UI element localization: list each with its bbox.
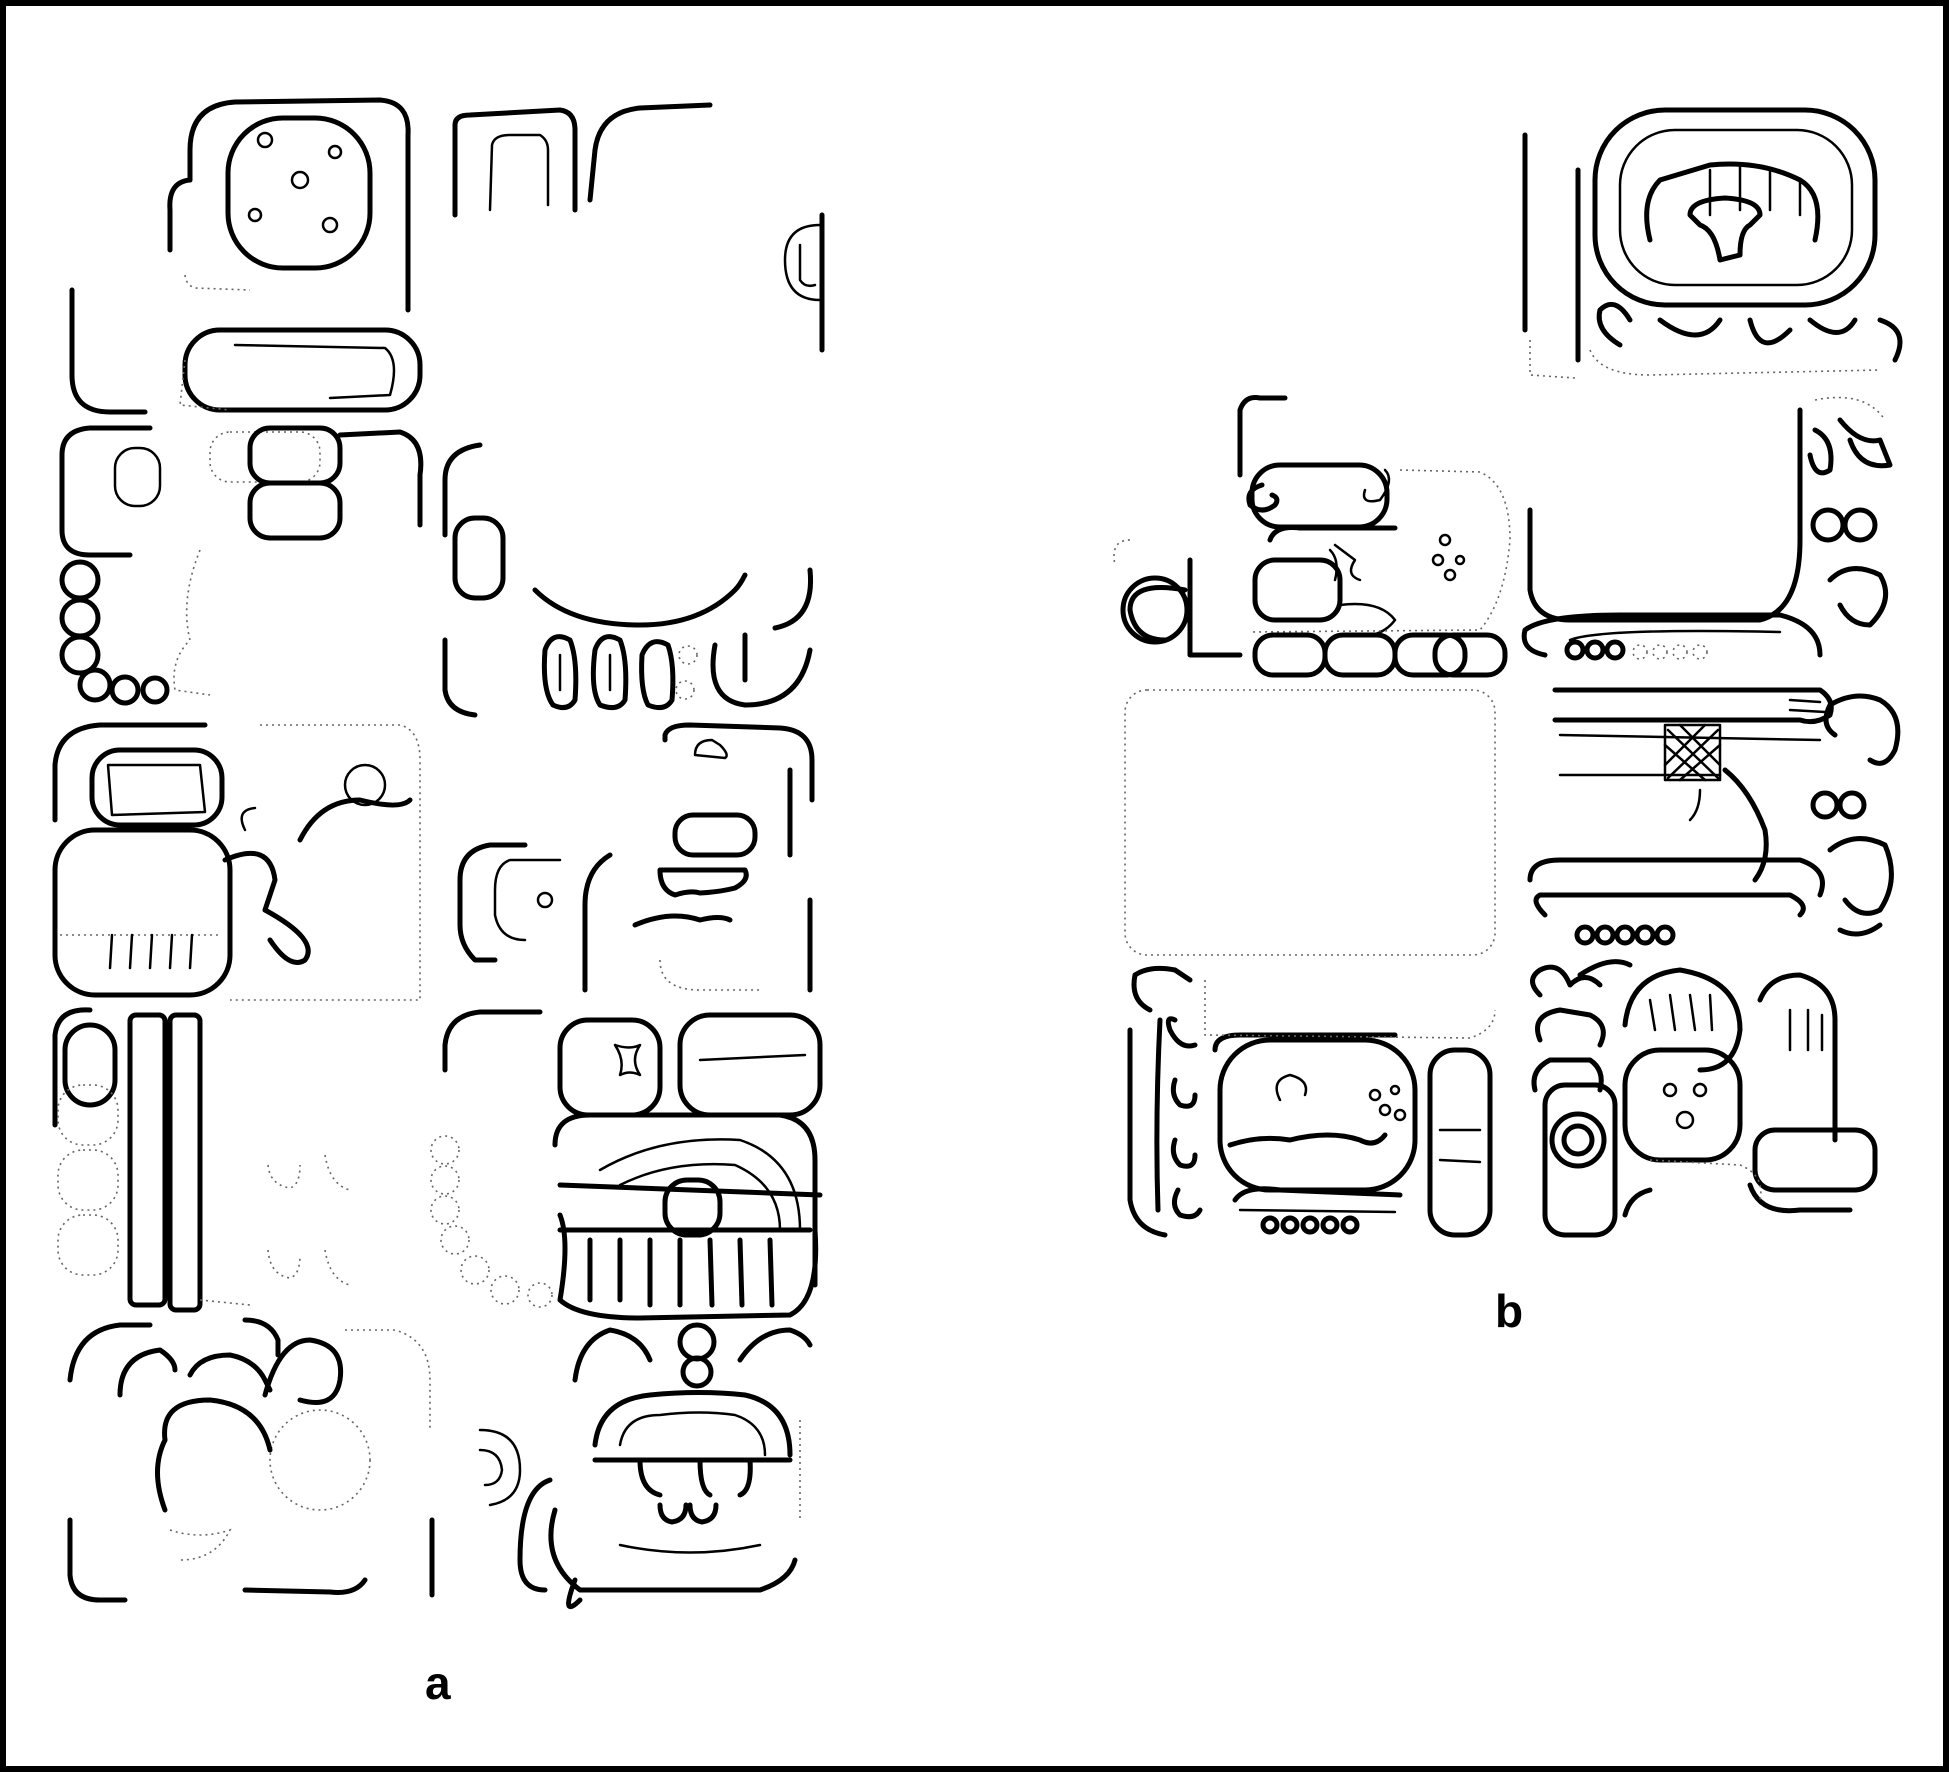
panel-label-b: b [1495,1285,1524,1337]
glyph-block-a1 [69,97,423,415]
glyph-block-a7 [52,1007,351,1313]
glyph-block-b5 [1527,687,1901,946]
glyph-block-b4 [1124,689,1496,956]
panel-b-glyph-drawing [1113,107,1903,1238]
glyph-block-a6 [457,722,815,993]
panel-a-glyph-drawing [52,97,825,1610]
glyph-block-b6 [1127,965,1496,1238]
glyph-block-a3 [59,425,424,706]
glyph-block-b2 [1113,395,1511,678]
glyph-block-a2 [452,102,825,353]
glyph-block-b1 [1522,107,1903,379]
glyph-block-b3 [1521,396,1893,661]
glyph-block-b7 [1530,959,1878,1238]
glyph-block-a4 [442,442,814,718]
glyph-block-a8 [430,1009,823,1321]
glyph-block-a5 [52,722,421,1001]
panel-label-a: a [425,1657,451,1709]
glyph-block-a9 [67,1317,435,1603]
glyph-block-a10 [478,1322,813,1610]
